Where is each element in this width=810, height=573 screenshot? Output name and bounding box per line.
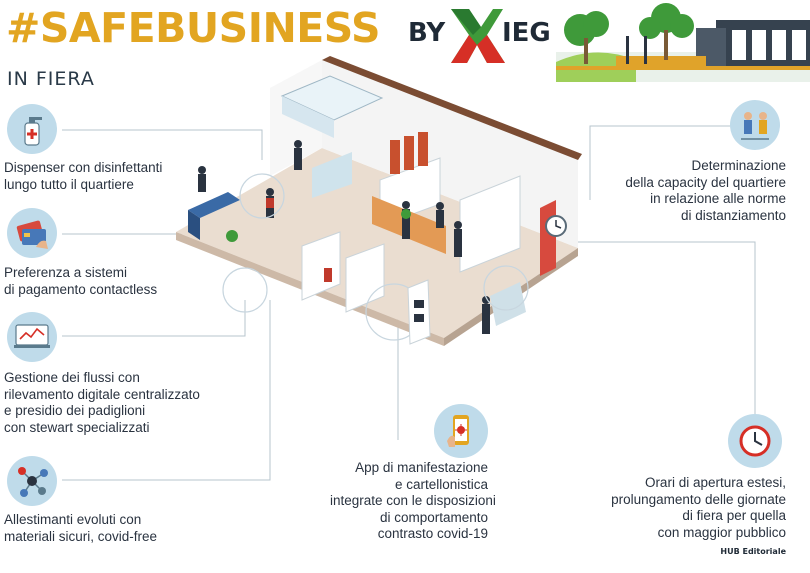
text-line: Orari di apertura estesi, xyxy=(644,475,786,490)
text-line: e cartellonistica xyxy=(394,476,488,492)
molecule-icon xyxy=(7,456,57,506)
text-line: prolungamento delle giornate xyxy=(611,491,786,507)
headline-by: BY xyxy=(408,18,446,48)
text-line: con maggior pubblico xyxy=(657,524,786,540)
text-line: di fiera per quella xyxy=(682,508,786,523)
text-line: lungo tutto il quartiere xyxy=(4,176,134,192)
text-line: con stewart specializzati xyxy=(4,419,150,435)
feature-capacity-text: Determinazione della capacity del quarti… xyxy=(625,158,786,224)
subtitle: IN FIERA xyxy=(7,68,95,90)
feature-materials-text: Allestimanti evoluti con materiali sicur… xyxy=(4,512,157,545)
logo-text: IEG xyxy=(502,18,551,48)
feature-hours-text: Orari di apertura estesi, prolungamento … xyxy=(611,475,786,541)
text-line: della capacity del quartiere xyxy=(625,174,786,190)
fairground-entrance-illustration xyxy=(556,3,810,82)
clock-icon xyxy=(728,414,782,468)
text-line: Allestimanti evoluti con xyxy=(4,512,142,527)
text-line: e presidio dei padiglioni xyxy=(4,403,146,418)
monitor-chart-icon xyxy=(7,312,57,362)
text-line: contrasto covid-19 xyxy=(377,526,488,541)
text-line: Determinazione xyxy=(691,158,786,173)
headline-title: #SAFEBUSINESS xyxy=(6,4,381,52)
text-line: materiali sicuri, covid-free xyxy=(4,528,158,544)
text-line: Gestione dei flussi con xyxy=(4,370,140,385)
text-line: in relazione alle norme xyxy=(650,191,786,206)
text-line: di pagamento contactless xyxy=(4,281,158,297)
feature-contactless-text: Preferenza a sistemi di pagamento contac… xyxy=(4,265,157,298)
smartphone-virus-icon xyxy=(434,404,488,458)
text-line: Dispenser con disinfettanti xyxy=(4,160,163,175)
feature-flow-management-text: Gestione dei flussi con rilevamento digi… xyxy=(4,370,200,436)
feature-sanitizer-text: Dispenser con disinfettanti lungo tutto … xyxy=(4,160,162,193)
text-line: di comportamento xyxy=(379,509,488,525)
people-distance-icon xyxy=(730,100,780,150)
text-line: di distanziamento xyxy=(680,207,786,223)
contactless-card-icon xyxy=(7,208,57,258)
text-line: Preferenza a sistemi xyxy=(4,265,128,280)
credit-text: HUB Editoriale xyxy=(720,547,786,556)
hand-sanitizer-icon xyxy=(7,104,57,154)
text-line: App di manifestazione xyxy=(355,460,488,475)
text-line: integrate con le disposizioni xyxy=(330,493,496,508)
feature-app-text: App di manifestazione e cartellonistica … xyxy=(330,460,496,543)
text-line: rilevamento digitale centralizzato xyxy=(4,386,200,402)
